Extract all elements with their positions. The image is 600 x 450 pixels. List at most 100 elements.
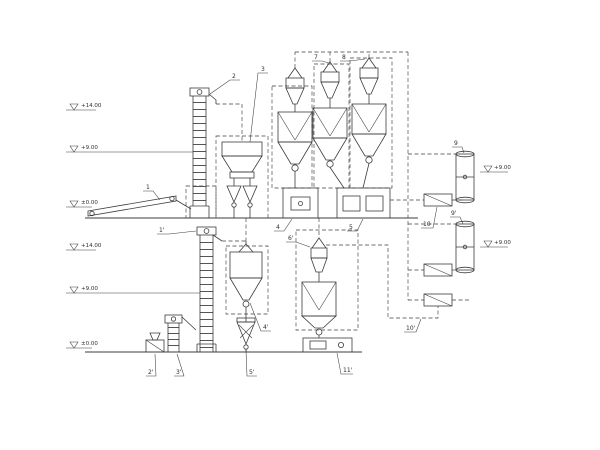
- machine-11b: [302, 337, 353, 353]
- elevation-marker-7: +9.00: [480, 165, 511, 173]
- bin-body: [301, 281, 337, 317]
- elevation-text: +9.00: [494, 165, 511, 171]
- callout-7: 7: [312, 54, 330, 64]
- vent-hat: [361, 57, 377, 69]
- hopper-unit-4b: [229, 241, 263, 322]
- elevation-marker-6: ±0.00: [66, 341, 98, 349]
- elevator-discharge-spout: [181, 316, 197, 331]
- elevation-text: ±0.00: [81, 341, 98, 347]
- bucket-elevator-2: [189, 87, 217, 218]
- elevation-text: +9.00: [81, 286, 98, 292]
- bin-cone: [277, 141, 313, 165]
- elevation-marker-8: +9.00: [480, 240, 511, 248]
- lower-aspiration-line: [326, 244, 439, 319]
- callout-text: 2: [232, 73, 236, 80]
- callout-text: 11': [343, 367, 353, 374]
- vent-hat: [311, 237, 327, 249]
- elevator-head: [189, 87, 210, 97]
- rotary-valve: [326, 160, 334, 168]
- bin-cone: [312, 137, 348, 161]
- pipe-elevator-to-sieve: [216, 103, 243, 142]
- cyclone-cone: [359, 77, 379, 95]
- callout-9b: 9': [450, 210, 464, 225]
- dashed-piping: [216, 51, 470, 319]
- storage-cylinder-9: [455, 150, 475, 204]
- fan-box-10a: [423, 193, 453, 207]
- vent-hat: [287, 67, 303, 79]
- callout-text: 3': [176, 369, 182, 376]
- elevator-discharge-spout: [212, 234, 223, 242]
- elevation-markers: +14.00 +9.00 ±0.00 +14.00 +9.00 ±0.00: [66, 103, 511, 349]
- callout-text: 1': [159, 227, 165, 234]
- storage-cylinder-9b: [455, 220, 475, 274]
- bin-cone: [300, 315, 338, 329]
- dashed-enclosures: [185, 57, 393, 331]
- callout-text: 7: [314, 54, 318, 61]
- callout-3b: 3': [174, 353, 185, 377]
- callout-10: 10: [421, 206, 438, 229]
- feed-hopper: [149, 332, 161, 341]
- callout-5: 5: [347, 218, 364, 232]
- callout-text: 1: [146, 184, 150, 191]
- base-machine-right: [336, 187, 391, 219]
- vent-hat: [322, 61, 338, 73]
- fan-box-10c: [423, 293, 453, 307]
- discharge-cone-right: [242, 185, 258, 203]
- callout-text: 9: [454, 140, 458, 147]
- fan-box-10b: [423, 263, 453, 277]
- bin-body: [351, 103, 387, 135]
- conveyor-head-pulley: [169, 196, 175, 202]
- elevator-discharge-spout: [208, 93, 217, 104]
- callout-text: 9': [451, 210, 457, 217]
- cyclone-bin-unit-b: [312, 61, 348, 189]
- callout-text: 10': [406, 325, 416, 332]
- cyclone-cone: [285, 87, 305, 105]
- bin-body: [312, 107, 348, 139]
- callout-10b: 10': [404, 318, 422, 333]
- bin-unit-6b: [300, 237, 338, 338]
- conveyor-tail-pulley: [89, 210, 95, 217]
- sieve-purifier-3: [221, 141, 263, 218]
- callout-5b: 5': [245, 349, 257, 377]
- callout-text: 10: [423, 221, 431, 228]
- callout-11b: 11': [336, 352, 353, 375]
- callout-4: 4: [274, 218, 293, 232]
- elevation-text: +14.00: [81, 103, 102, 109]
- elevation-marker-5: +9.00: [66, 286, 200, 294]
- rotary-valve: [365, 156, 373, 164]
- callout-2b: 2': [146, 353, 157, 377]
- callout-text: 8: [342, 54, 346, 61]
- elevation-text: +9.00: [81, 145, 98, 151]
- callout-text: 4: [276, 224, 280, 231]
- cyclone-cone: [310, 257, 328, 273]
- small-elevator-3b: [164, 314, 197, 352]
- callout-text: 5: [349, 224, 353, 231]
- callout-text: 6': [288, 235, 294, 242]
- callout-text: 2': [148, 369, 154, 376]
- elevation-text: ±0.00: [81, 200, 98, 206]
- bin-cone: [351, 133, 387, 157]
- rotary-valve: [291, 164, 299, 172]
- callout-3: 3: [249, 66, 268, 143]
- elevation-marker-3: ±0.00: [66, 200, 98, 208]
- callout-text: 5': [249, 369, 255, 376]
- callout-9: 9: [452, 140, 465, 154]
- elevation-marker-4: +14.00: [66, 243, 102, 251]
- elevation-marker-1: +14.00: [66, 103, 102, 111]
- callout-8: 8: [340, 54, 366, 62]
- vent-hat: [238, 243, 254, 253]
- rotary-valve: [242, 300, 250, 308]
- elevation-text: +9.00: [494, 240, 511, 246]
- cyclone-cone: [320, 81, 340, 99]
- hopper-cone: [229, 277, 263, 301]
- hopper-body: [229, 251, 263, 279]
- callout-4b: 4': [249, 302, 271, 332]
- callout-text: 3: [261, 66, 265, 73]
- callout-1b: 1': [157, 227, 197, 235]
- bin-body: [277, 111, 313, 143]
- bucket-elevator-1b: [196, 226, 223, 352]
- callout-2: 2: [209, 73, 240, 95]
- elevation-text: +14.00: [81, 243, 102, 249]
